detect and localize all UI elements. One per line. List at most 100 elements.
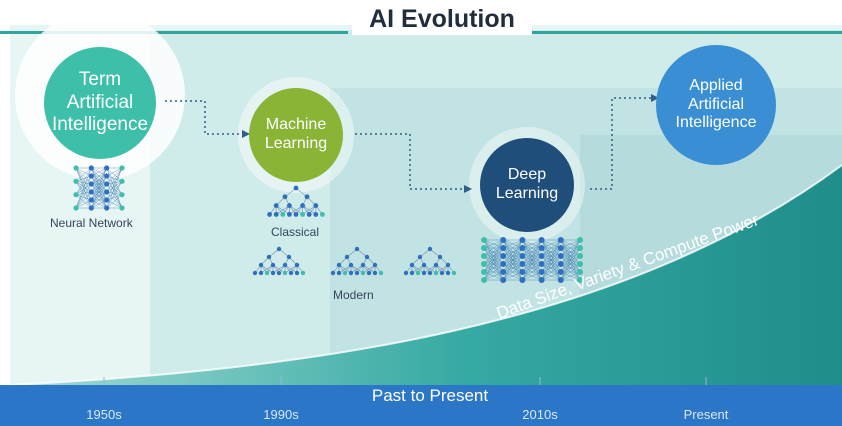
tree-edge bbox=[276, 205, 290, 215]
tree-node bbox=[293, 211, 299, 217]
network-edge bbox=[522, 239, 542, 257]
network-edge bbox=[503, 239, 523, 249]
network-edge bbox=[483, 239, 504, 281]
tree-node bbox=[409, 270, 415, 276]
network-node bbox=[119, 165, 125, 171]
tree-node bbox=[439, 270, 445, 276]
tree-node bbox=[437, 254, 443, 260]
network-node bbox=[519, 269, 526, 275]
neural-network-label: Neural Network bbox=[50, 216, 133, 230]
tree-node bbox=[445, 262, 451, 268]
network-edge bbox=[91, 167, 107, 177]
tree-node bbox=[282, 262, 288, 268]
tree-node bbox=[342, 270, 348, 276]
page-title: AI Evolution bbox=[352, 3, 532, 35]
network-edge bbox=[541, 239, 562, 273]
network-node bbox=[481, 237, 487, 243]
network-edge bbox=[91, 167, 107, 185]
network-edge bbox=[522, 271, 542, 281]
network-node bbox=[577, 245, 583, 251]
network-edge bbox=[502, 239, 523, 273]
network-node bbox=[500, 237, 507, 243]
network-node bbox=[519, 277, 526, 283]
network-edge bbox=[541, 247, 562, 281]
network-edge bbox=[522, 247, 542, 281]
title-rule-right bbox=[525, 31, 842, 34]
network-edge bbox=[503, 255, 523, 281]
network-node bbox=[500, 253, 507, 259]
timeline-bar bbox=[0, 385, 842, 426]
network-edge bbox=[483, 263, 504, 281]
network-edge bbox=[483, 239, 504, 257]
tree-node bbox=[348, 270, 354, 276]
network-node bbox=[557, 237, 564, 243]
network-node bbox=[104, 189, 110, 195]
tree-node bbox=[372, 270, 378, 276]
network-node bbox=[104, 205, 110, 211]
network-node bbox=[577, 269, 583, 275]
network-edge bbox=[106, 175, 123, 182]
network-edge bbox=[75, 167, 92, 209]
tree-edge bbox=[302, 205, 316, 215]
network-edge bbox=[106, 167, 123, 209]
tree-node bbox=[451, 270, 457, 276]
tree-edge bbox=[284, 264, 298, 274]
network-edge bbox=[522, 263, 542, 281]
arrow-heads bbox=[242, 94, 659, 193]
tree-node bbox=[364, 254, 370, 260]
network-edge bbox=[106, 181, 123, 209]
network-node bbox=[519, 253, 526, 259]
tree-node bbox=[286, 203, 292, 209]
network-edge bbox=[75, 199, 92, 209]
tree-node bbox=[282, 270, 288, 276]
network-edge bbox=[522, 239, 542, 281]
network-edge bbox=[106, 167, 123, 177]
network-edge bbox=[560, 239, 581, 281]
network-edge bbox=[503, 239, 523, 257]
tree-node bbox=[258, 262, 264, 268]
tree-node bbox=[264, 270, 270, 276]
applied-ai-circle bbox=[656, 45, 776, 165]
network-node bbox=[119, 178, 125, 184]
network-edge bbox=[502, 247, 523, 281]
network-edge bbox=[75, 175, 92, 195]
network-node bbox=[557, 261, 564, 267]
classical-label: Classical bbox=[271, 225, 320, 239]
network-edge bbox=[483, 247, 504, 281]
tree-edge bbox=[350, 264, 364, 274]
timeline-title: Past to Present bbox=[371, 386, 489, 405]
network-node bbox=[88, 205, 94, 211]
connector-arrows bbox=[165, 97, 652, 190]
network-node bbox=[104, 197, 110, 203]
network-node bbox=[577, 253, 583, 259]
tree-node bbox=[433, 270, 439, 276]
network-node bbox=[519, 261, 526, 267]
tree-node bbox=[445, 270, 451, 276]
tree-node bbox=[409, 262, 415, 268]
network-node bbox=[538, 245, 545, 251]
tree-node bbox=[427, 246, 433, 252]
network-edge bbox=[483, 239, 504, 273]
network-edge bbox=[502, 239, 523, 281]
tree-node bbox=[360, 270, 366, 276]
network-edge bbox=[522, 239, 542, 265]
network-node bbox=[88, 165, 94, 171]
tree-node bbox=[313, 211, 319, 217]
network-edge bbox=[91, 175, 107, 209]
network-node bbox=[500, 269, 507, 275]
network-edge bbox=[75, 181, 92, 209]
network-edge bbox=[560, 247, 581, 281]
network-edge bbox=[503, 263, 523, 281]
term-ai-label: Term Artificial Intelligence bbox=[51, 69, 149, 136]
tree-node bbox=[344, 254, 350, 260]
growth-curve-edge bbox=[9, 164, 842, 386]
tree-edge bbox=[289, 205, 303, 215]
network-edge bbox=[483, 255, 504, 281]
deep-learning-circle bbox=[480, 138, 574, 232]
network-node bbox=[577, 261, 583, 267]
tree-node bbox=[270, 270, 276, 276]
network-node bbox=[538, 253, 545, 259]
tree-node bbox=[372, 262, 378, 268]
network-edge bbox=[503, 271, 523, 281]
network-edge bbox=[106, 167, 123, 195]
